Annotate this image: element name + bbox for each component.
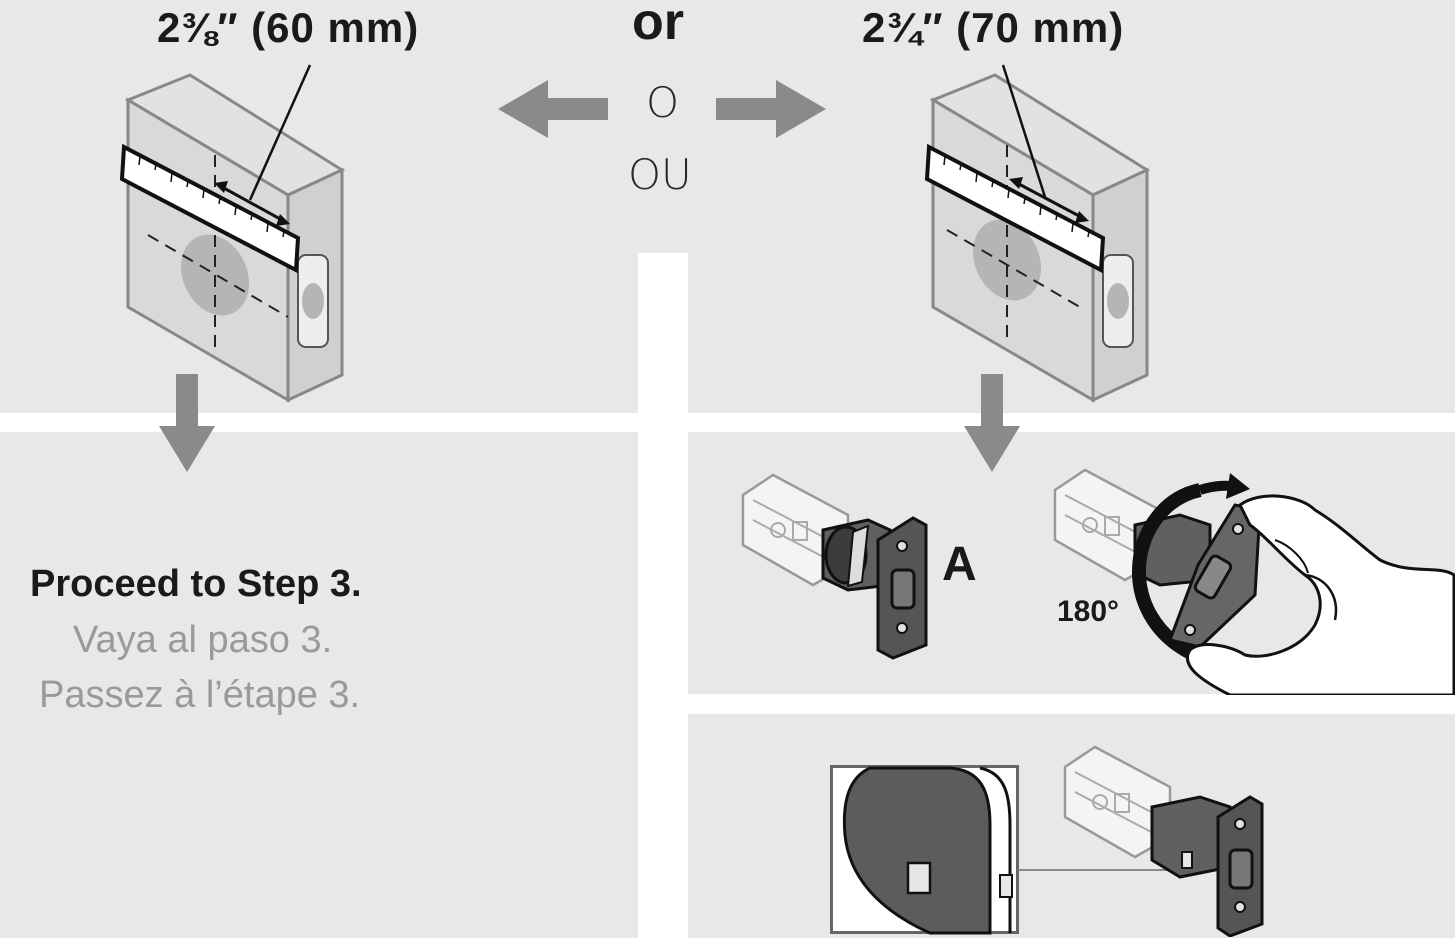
inset-connector-line [1018, 869, 1186, 871]
measurement-60mm-label: 2⅜″ (60 mm) [157, 4, 420, 51]
measurement-70mm-label: 2¾″ (70 mm) [862, 4, 1125, 51]
latch-rotate-illustration [1053, 468, 1455, 695]
arrow-right-icon [716, 80, 826, 138]
arrow-down-right-icon [964, 374, 1020, 472]
option-a-label: A [942, 538, 977, 591]
or-label-english: or [632, 0, 684, 51]
proceed-spanish-text: Vaya al paso 3. [73, 619, 333, 661]
or-label-french: OU [628, 150, 692, 199]
arrow-left-icon [498, 80, 608, 138]
bottom-right-panel [688, 714, 1455, 938]
rotation-180-label: 180° [1057, 595, 1120, 628]
latch-installed-illustration [1063, 745, 1264, 937]
proceed-english-text: Proceed to Step 3. [30, 563, 362, 605]
door-60mm-illustration [119, 64, 346, 403]
proceed-french-text: Passez à l’étape 3. [39, 674, 361, 716]
door-70mm-illustration [924, 64, 1151, 403]
top-center-panel [638, 0, 688, 253]
bottom-left-panel [0, 432, 638, 938]
latch-detail-inset [830, 765, 1019, 935]
or-label-spanish: O [646, 78, 680, 127]
arrow-down-left-icon [159, 374, 215, 472]
latch-a-illustration [741, 473, 928, 660]
